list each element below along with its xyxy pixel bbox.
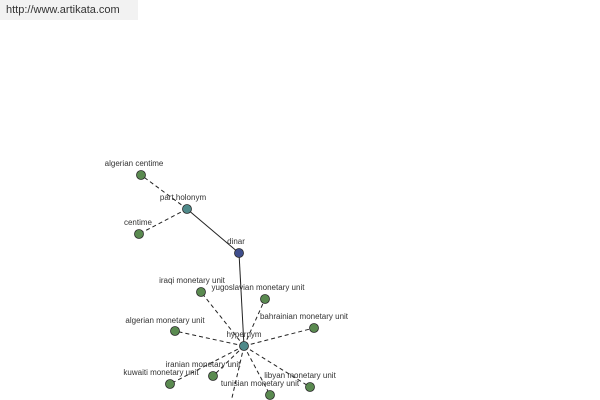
node-label-libyan-monetary-unit: libyan monetary unit [264,371,336,380]
node-label-iranian-monetary-unit: iranian monetary unit [166,360,241,369]
node-marker-tunisian-monetary-unit[interactable] [265,390,275,400]
node-centime[interactable]: centime [124,218,153,239]
node-label-algerian-centime: algerian centime [105,159,164,168]
node-marker-centime[interactable] [134,229,144,239]
node-part-holonym[interactable]: part holonym [160,193,207,214]
node-marker-dinar[interactable] [234,248,244,258]
node-label-iraqi-monetary-unit: iraqi monetary unit [159,276,226,285]
node-marker-iraqi-monetary-unit[interactable] [196,287,206,297]
edge-hypernym-algerian-monetary-unit [174,330,245,347]
node-label-kuwaiti-monetary-unit: kuwaiti monetary unit [123,368,199,377]
edge-part-holonym-algerian-centime [140,174,188,210]
node-iraqi-monetary-unit[interactable]: iraqi monetary unit [159,276,226,297]
node-label-bahrainian-monetary-unit: bahrainian monetary unit [260,312,349,321]
node-marker-yugoslavian-monetary-unit[interactable] [260,294,270,304]
node-kuwaiti-monetary-unit[interactable]: kuwaiti monetary unit [123,368,199,389]
node-marker-bahrainian-monetary-unit[interactable] [309,323,319,333]
node-label-algerian-monetary-unit: algerian monetary unit [125,316,205,325]
site-link[interactable]: http://www.artikata.com [6,4,120,16]
node-yugoslavian-monetary-unit[interactable]: yugoslavian monetary unit [212,283,306,304]
node-label-tunisian-monetary-unit: tunisian monetary unit [221,379,300,388]
node-marker-iranian-monetary-unit[interactable] [208,371,218,381]
node-label-centime: centime [124,218,153,227]
node-dinar[interactable]: dinar [227,237,245,258]
edge-hypernym-iraqi-monetary-unit [200,291,245,347]
edge-hypernym-tunisian-monetary-unit [243,345,271,396]
edge-part-holonym-centime [138,208,188,235]
node-hypernym[interactable]: hypernym [226,330,262,351]
node-marker-algerian-centime[interactable] [136,170,146,180]
edge-hypernym-offscreen [230,345,245,400]
node-marker-part-holonym[interactable] [182,204,192,214]
node-marker-libyan-monetary-unit[interactable] [305,382,315,392]
edge-hypernym-bahrainian-monetary-unit [243,327,315,347]
edge-hypernym-yugoslavian-monetary-unit [243,298,266,347]
node-marker-kuwaiti-monetary-unit[interactable] [165,379,175,389]
node-algerian-monetary-unit[interactable]: algerian monetary unit [125,316,205,336]
node-bahrainian-monetary-unit[interactable]: bahrainian monetary unit [260,312,349,333]
node-iranian-monetary-unit[interactable]: iranian monetary unit [166,360,241,381]
edge-dinar-part-holonym [186,208,240,254]
node-marker-hypernym[interactable] [239,341,249,351]
edge-hypernym-libyan-monetary-unit [243,345,311,388]
edge-dinar-hypernym [238,252,245,347]
node-label-part-holonym: part holonym [160,193,207,202]
node-label-dinar: dinar [227,237,245,246]
url-bar: http://www.artikata.com [0,0,138,20]
node-label-yugoslavian-monetary-unit: yugoslavian monetary unit [212,283,306,292]
edge-hypernym-iranian-monetary-unit [212,345,245,377]
node-algerian-centime[interactable]: algerian centime [105,159,164,180]
node-marker-algerian-monetary-unit[interactable] [170,326,180,336]
node-label-hypernym: hypernym [226,330,261,339]
edges [138,174,315,400]
nodes: algerian centime centime part holonym iraqi… [105,159,349,400]
node-libyan-monetary-unit[interactable]: libyan monetary unit [264,371,337,392]
